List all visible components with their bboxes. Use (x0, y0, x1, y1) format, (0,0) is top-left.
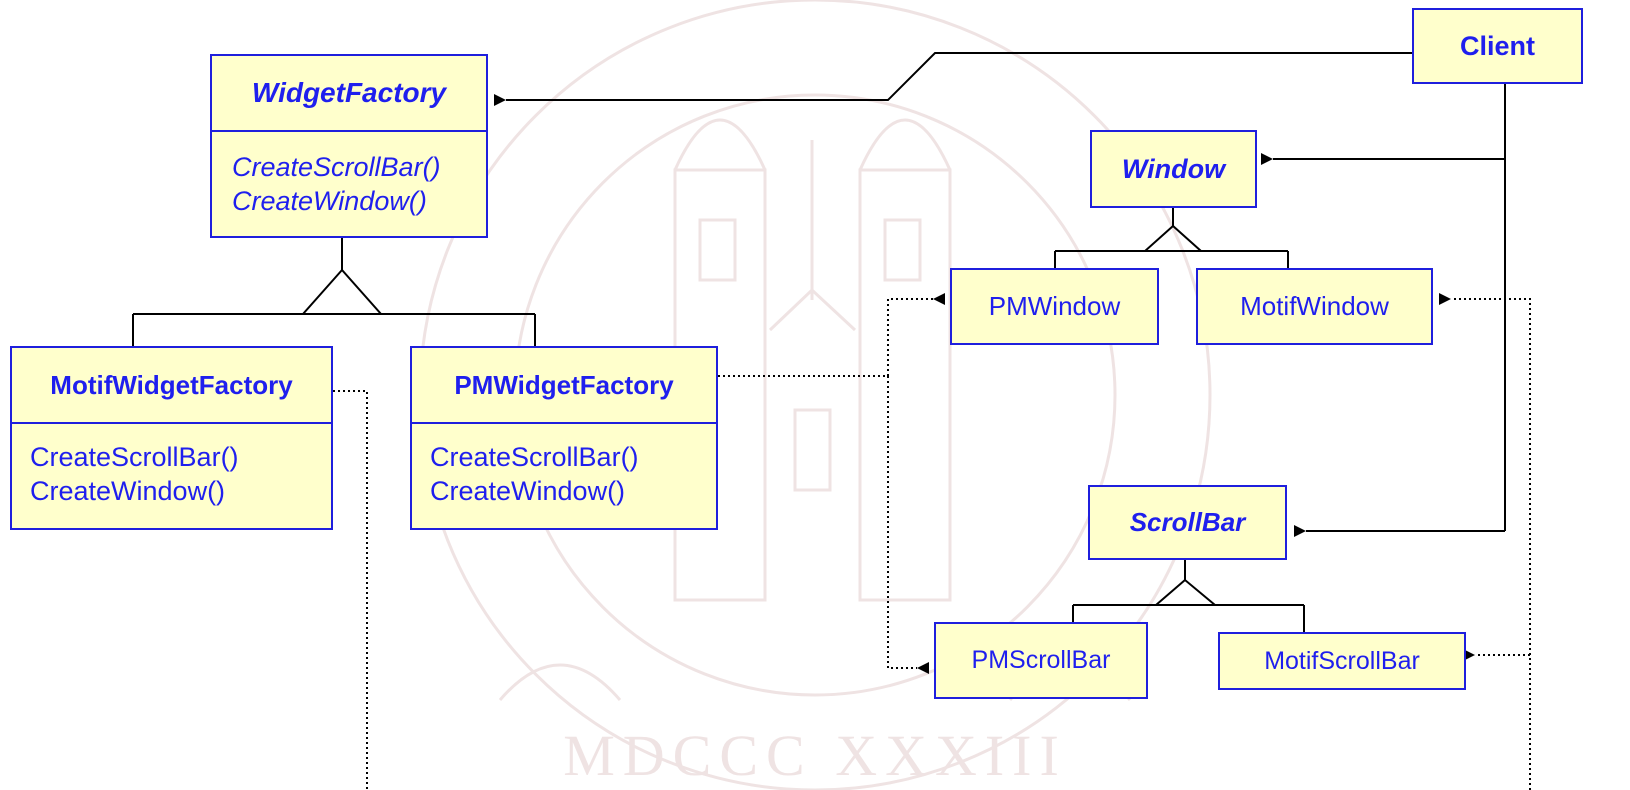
pmwindow-class[interactable]: PMWindow (950, 268, 1159, 345)
pmwidgetfactory-class[interactable]: PMWidgetFactory CreateScrollBar() Create… (410, 346, 718, 530)
motifwidgetfactory-op-create-scrollbar: CreateScrollBar() (30, 442, 239, 472)
motifwindow-class-name: MotifWindow (1240, 291, 1389, 321)
motiffactory-dependency-line (333, 390, 368, 790)
pmwidgetfactory-class-name: PMWidgetFactory (454, 369, 674, 400)
motifwindow-class[interactable]: MotifWindow (1196, 268, 1433, 345)
widgetfactory-op-create-scrollbar: CreateScrollBar() (232, 152, 441, 182)
widgetfactory-class[interactable]: WidgetFactory CreateScrollBar() CreateWi… (210, 54, 488, 238)
widgetfactory-operations: CreateScrollBar() CreateWindow() (212, 130, 486, 236)
window-inheritance (1054, 208, 1289, 268)
pmscrollbar-class-name: PMScrollBar (971, 646, 1111, 674)
motifwidgetfactory-operations: CreateScrollBar() CreateWindow() (12, 422, 331, 528)
widgetfactory-class-name: WidgetFactory (251, 77, 447, 108)
pmwidgetfactory-operations: CreateScrollBar() CreateWindow() (412, 422, 716, 528)
client-class-name: Client (1459, 30, 1535, 61)
motifwidgetfactory-class[interactable]: MotifWidgetFactory CreateScrollBar() Cre… (10, 346, 333, 530)
window-class[interactable]: Window (1090, 130, 1257, 208)
pmfactory-creates-pmwindow (718, 293, 945, 377)
motif-creates-motifwindow (1439, 293, 1531, 790)
pmwidgetfactory-op-create-scrollbar: CreateScrollBar() (430, 442, 639, 472)
watermark-text: MDCCC XXXIII (563, 723, 1067, 788)
client-class[interactable]: Client (1412, 8, 1583, 84)
motifwidgetfactory-class-name: MotifWidgetFactory (50, 369, 293, 400)
pmwidgetfactory-op-create-window: CreateWindow() (430, 476, 626, 506)
pmwindow-class-name: PMWindow (988, 291, 1121, 321)
scrollbar-class-name: ScrollBar (1129, 507, 1246, 537)
widgetfactory-op-create-window: CreateWindow() (232, 186, 427, 216)
motifwidgetfactory-op-create-window: CreateWindow() (30, 476, 226, 506)
window-class-name: Window (1121, 153, 1226, 184)
scrollbar-class[interactable]: ScrollBar (1088, 485, 1287, 560)
pmscrollbar-class[interactable]: PMScrollBar (934, 622, 1148, 699)
scrollbar-inheritance (1072, 560, 1305, 632)
widgetfactory-inheritance (132, 238, 536, 346)
motifscrollbar-class-name: MotifScrollBar (1264, 646, 1420, 675)
client-widgetfactory-association (494, 52, 1412, 106)
pmfactory-creates-pmscrollbar (887, 376, 929, 674)
motifscrollbar-class[interactable]: MotifScrollBar (1218, 632, 1466, 690)
